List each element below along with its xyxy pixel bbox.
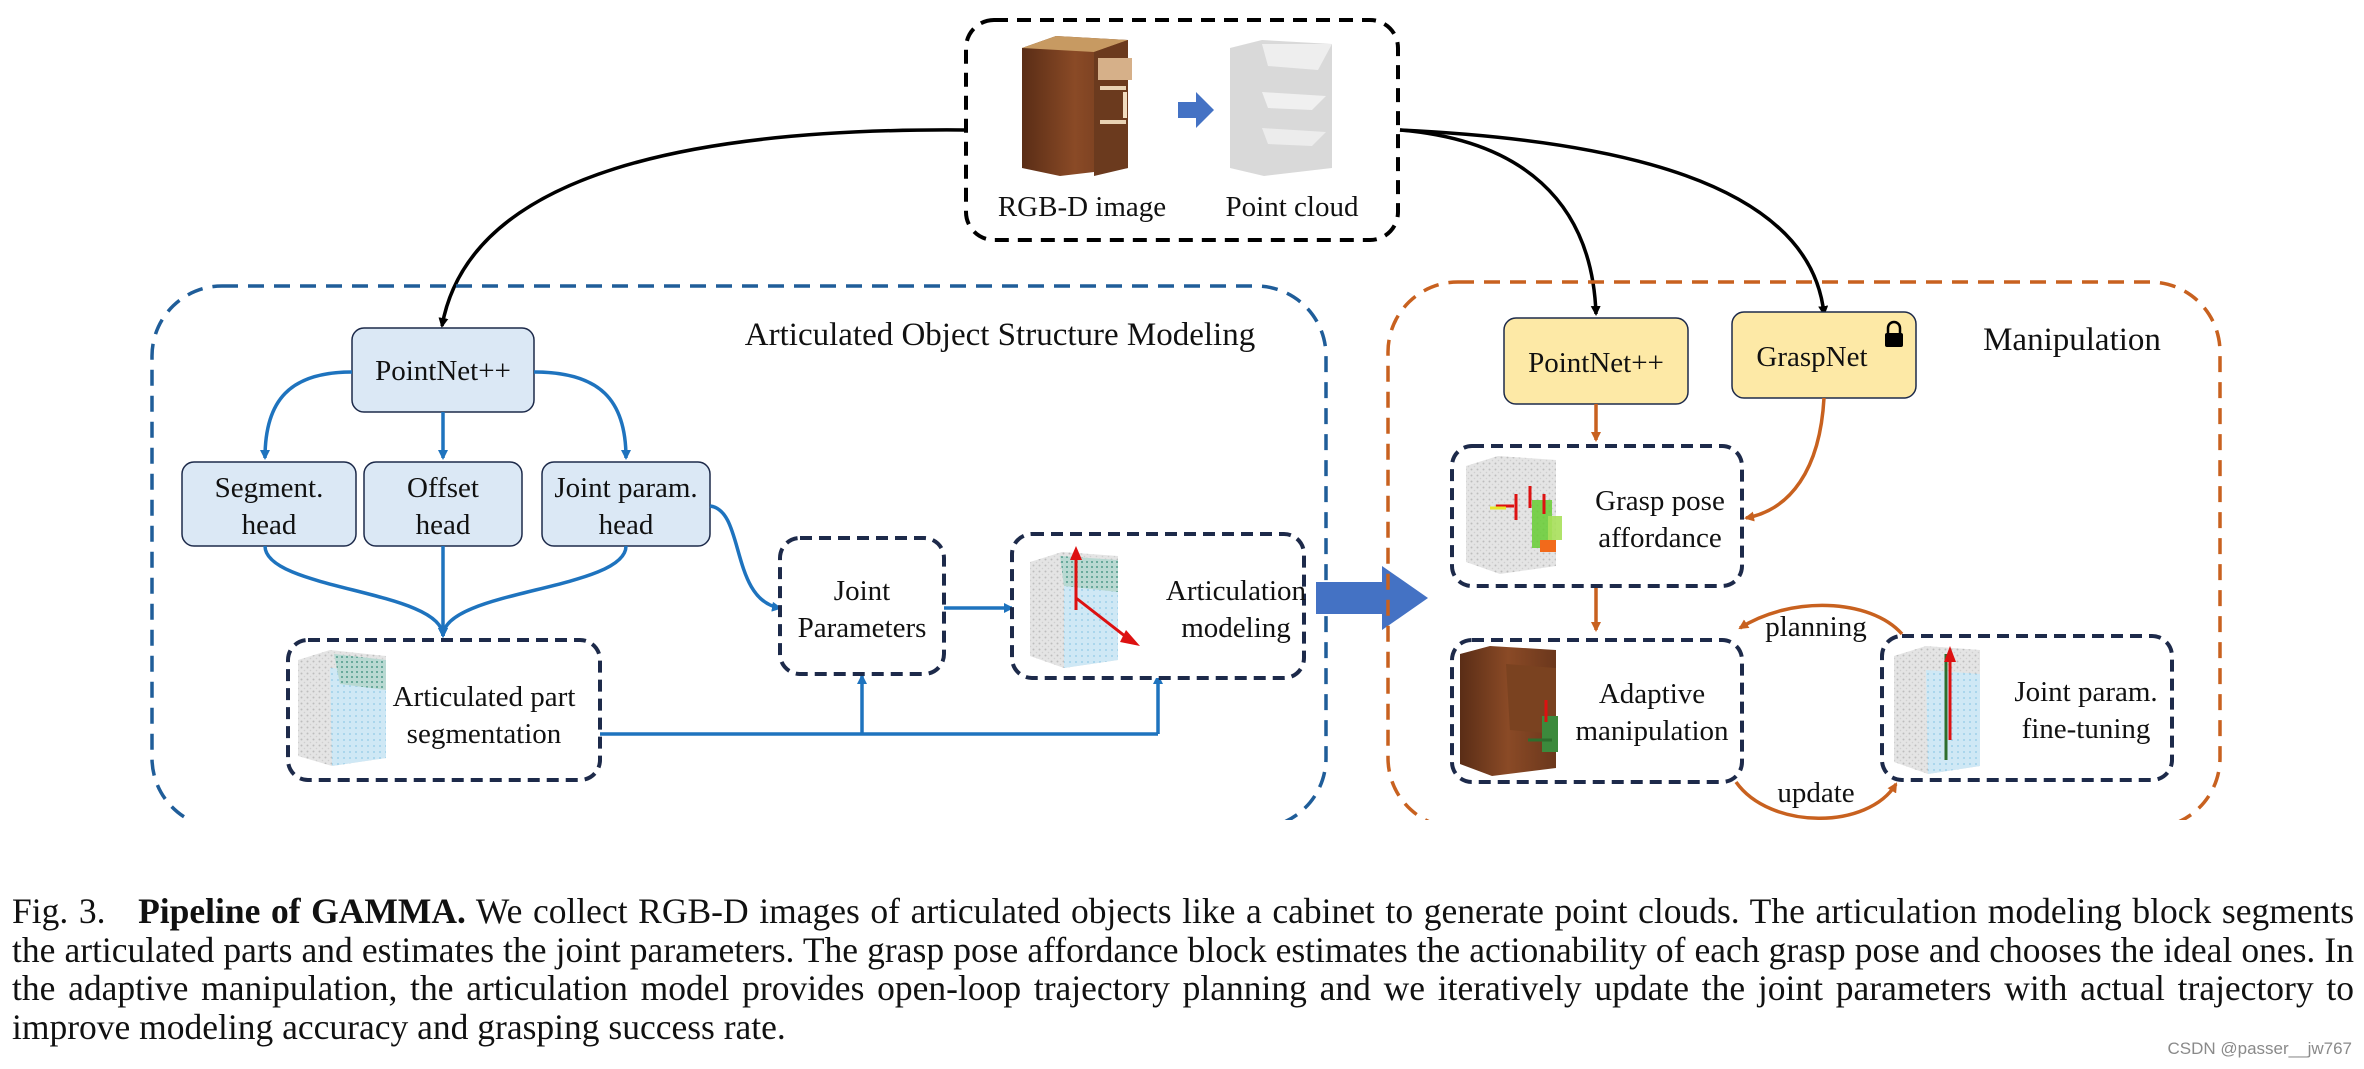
watermark: CSDN @passer__jw767 bbox=[2167, 1039, 2352, 1058]
articulation-image bbox=[1030, 546, 1140, 668]
caption-title: Pipeline of GAMMA. bbox=[138, 891, 466, 931]
input-block: RGB-D image Point cloud bbox=[964, 18, 1400, 242]
manip-pointnet-label: PointNet++ bbox=[1528, 347, 1664, 379]
modeling-to-manipulation-arrow bbox=[1316, 566, 1428, 630]
point-cloud-image bbox=[1230, 40, 1332, 176]
joint-parameters-box bbox=[778, 536, 946, 676]
planning-arrow bbox=[1738, 603, 1904, 636]
input-to-graspnet-arrow bbox=[1399, 128, 1829, 316]
input-to-modeling-arrow bbox=[438, 128, 965, 328]
segmentation-line2: segmentation bbox=[407, 718, 562, 750]
pipeline-diagram: RGB-D image Point cloud Articulated Obje… bbox=[150, 18, 2222, 830]
modeling-pointnet-label: PointNet++ bbox=[375, 355, 511, 387]
planning-label: planning bbox=[1765, 611, 1867, 643]
graspnet-label: GraspNet bbox=[1756, 341, 1867, 373]
finetune-image bbox=[1894, 646, 1980, 774]
input-arrow bbox=[1178, 92, 1214, 128]
finetune-line2: fine-tuning bbox=[2022, 713, 2151, 745]
update-arrow bbox=[1734, 780, 1898, 820]
joint-parameters-line1: Joint bbox=[834, 575, 890, 607]
joint-head-line1: Joint param. bbox=[554, 472, 697, 504]
modeling-block: Articulated Object Structure Modeling Po… bbox=[150, 284, 1328, 830]
rgbd-label: RGB-D image bbox=[998, 191, 1166, 223]
input-to-pointnet-arrow bbox=[1399, 128, 1601, 316]
adaptive-line2: manipulation bbox=[1575, 715, 1729, 747]
offset-head-line2: head bbox=[416, 509, 471, 541]
caption-label: Fig. 3. bbox=[12, 891, 106, 931]
modeling-title: Articulated Object Structure Modeling bbox=[745, 317, 1255, 353]
adaptive-line1: Adaptive bbox=[1599, 678, 1705, 710]
grasp-affordance-line1: Grasp pose bbox=[1595, 485, 1725, 517]
joint-parameters-line2: Parameters bbox=[798, 612, 927, 644]
pointcloud-label: Point cloud bbox=[1226, 191, 1359, 223]
cabinet-image bbox=[1022, 36, 1132, 176]
lock-icon bbox=[1885, 320, 1903, 347]
segmentation-image bbox=[298, 650, 386, 766]
segment-head-box bbox=[181, 461, 357, 547]
grasp-affordance-image bbox=[1466, 456, 1562, 574]
joint-head-line2: head bbox=[599, 509, 654, 541]
offset-head-line1: Offset bbox=[407, 472, 479, 504]
caption-text: We collect RGB-D images of articulated o… bbox=[12, 891, 2355, 1047]
adaptive-image bbox=[1460, 646, 1558, 776]
segment-head-line1: Segment. bbox=[215, 472, 324, 504]
articulation-line1: Articulation bbox=[1166, 575, 1307, 607]
finetune-line1: Joint param. bbox=[2014, 676, 2157, 708]
segment-head-line2: head bbox=[242, 509, 297, 541]
articulation-line2: modeling bbox=[1181, 612, 1291, 644]
grasp-affordance-line2: affordance bbox=[1598, 522, 1721, 554]
update-label: update bbox=[1777, 777, 1854, 809]
segmentation-line1: Articulated part bbox=[393, 681, 576, 713]
manipulation-title: Manipulation bbox=[1983, 322, 2161, 358]
figure-caption: Fig. 3. Pipeline of GAMMA. We collect RG… bbox=[12, 892, 2354, 1046]
manipulation-block: Manipulation PointNet++ GraspNet bbox=[1386, 280, 2222, 830]
